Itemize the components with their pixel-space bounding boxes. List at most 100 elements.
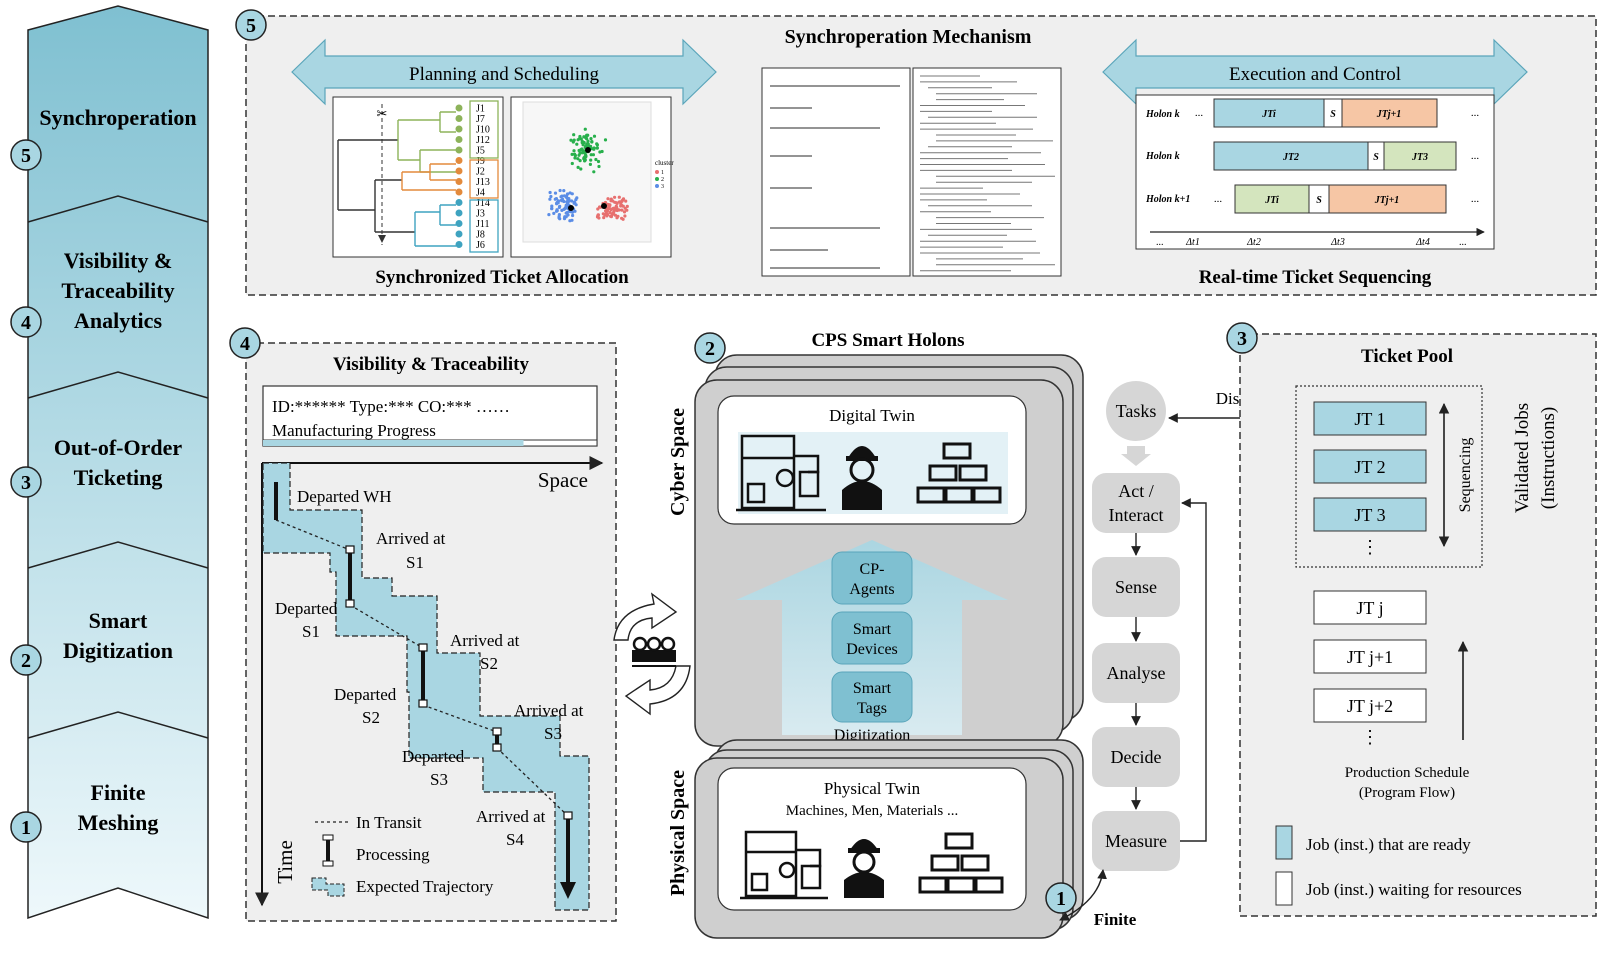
scatter-point [594, 157, 598, 162]
ready-more: ⋮ [1361, 537, 1379, 557]
stage-3-badge: 3 [21, 472, 31, 494]
ready-job-3: JT 3 [1354, 505, 1385, 525]
dendro-leaf-label: J13 [476, 177, 490, 188]
stage-1-label-2: Meshing [78, 810, 159, 835]
scatter-point [570, 218, 574, 222]
layer-smart-tags-1: Smart [853, 680, 892, 697]
dendro-leaf [455, 230, 463, 238]
dendro-leaf-label: J12 [476, 135, 490, 146]
stage-5-label: Synchroperation [39, 105, 196, 130]
dendro-leaf-label: J9 [476, 156, 485, 167]
scatter-point [576, 157, 580, 161]
dendro-leaf-label: J14 [476, 198, 490, 209]
event-arrived-3-station: S3 [544, 724, 562, 743]
step-act-2: Interact [1109, 505, 1164, 525]
synchro-title: Synchroperation Mechanism [785, 26, 1032, 48]
stage-4-label-2: Traceability [61, 278, 174, 303]
schedule-label-1: Production Schedule [1345, 765, 1470, 781]
scatter-point [558, 188, 562, 193]
gantt-dots-3: ... [1471, 150, 1480, 162]
legend-waiting: Job (inst.) waiting for resources [1306, 880, 1522, 899]
stage-4-label-3: Analytics [74, 308, 162, 333]
scatter-point [589, 137, 593, 141]
scatter-point [592, 147, 596, 151]
scatter-point [588, 162, 593, 166]
legend-processing: Processing [356, 845, 430, 864]
gantt-dots-2: ... [1471, 107, 1480, 119]
scatter-point [573, 201, 577, 205]
scatter-point [569, 138, 573, 142]
finite-label: Finite [1094, 910, 1137, 929]
scatter-point [555, 200, 560, 204]
formula-sheet [761, 67, 911, 277]
legend-in-transit: In Transit [356, 813, 422, 832]
gantt-axis-5: ... [1459, 237, 1467, 248]
scatter-point [570, 161, 574, 166]
gantt-row-1-label: Holon k [1145, 109, 1180, 120]
layer-smart-devices-1: Smart [853, 621, 892, 638]
event-departed-1: Departed [275, 599, 338, 618]
info-line: ID:****** Type:*** CO:*** …… [272, 397, 510, 416]
cluster-scatter: cluster 1 2 3 [510, 96, 674, 258]
layer-smart-tags-2: Tags [857, 700, 887, 717]
sync-arrows [613, 592, 691, 716]
schedule-label-2: (Program Flow) [1359, 785, 1455, 801]
waiting-job-1: JT j [1356, 598, 1383, 618]
dendro-leaf [455, 125, 463, 133]
sequencing-label: Sequencing [1457, 438, 1474, 513]
synchro-panel: 5 Synchroperation Mechanism Planning and… [235, 9, 1597, 296]
ticket-pool-panel: 3 Ticket Pool JT 1 JT 2 JT 3 ⋮ Sequencin… [1226, 322, 1597, 917]
worker-icon-physical [844, 839, 884, 898]
dendro-leaf [455, 178, 463, 185]
gantt-axis-0: ... [1156, 237, 1164, 248]
scatter-point [590, 140, 594, 144]
holons-title: CPS Smart Holons [811, 330, 964, 351]
cluster-centroid [568, 205, 574, 211]
stage-2-label-1: Smart [89, 608, 148, 633]
validated-jobs-1: Validated Jobs [1512, 403, 1533, 513]
scatter-point [591, 153, 596, 157]
scatter-point [572, 133, 576, 137]
scatter-point [573, 153, 578, 158]
scatter-point [559, 198, 564, 202]
scatter-point [573, 209, 577, 213]
scatter-point [579, 167, 583, 171]
ready-job-2: JT 2 [1354, 457, 1385, 477]
machine-icon [736, 434, 826, 512]
scatter-point [592, 134, 597, 138]
step-act-1: Act / [1118, 481, 1154, 501]
execution-label: Execution and Control [1229, 64, 1401, 85]
scatter-point [547, 213, 551, 217]
event-arrived-1: Arrived at [376, 529, 446, 548]
scatter-point [621, 197, 626, 201]
scatter-point [604, 212, 608, 216]
digital-twin-label: Digital Twin [829, 406, 915, 425]
scatter-point [595, 142, 599, 146]
event-departed-2-station: S2 [362, 708, 380, 727]
rfid-gateway-icon [632, 636, 676, 667]
gantt-row-3-label: Holon k+1 [1145, 194, 1190, 205]
dendro-leaf [455, 220, 463, 227]
stage-1-badge: 1 [21, 817, 31, 839]
scatter-point [596, 213, 600, 217]
scatter-point [617, 195, 621, 199]
scatter-point [613, 195, 617, 199]
scatter-point [585, 142, 589, 146]
visibility-badge: 4 [240, 333, 250, 355]
dendro-leaf-label: J1 [476, 104, 485, 115]
progress-label: Manufacturing Progress [272, 421, 436, 440]
layer-cp-agents-1: CP- [860, 561, 885, 578]
scatter-point [597, 164, 601, 169]
dendro-leaf-label: J4 [476, 188, 485, 199]
cluster-legend-title: cluster [655, 159, 674, 167]
materials-icon [916, 442, 1002, 504]
event-arrived-4: Arrived at [476, 807, 546, 826]
scatter-point [550, 204, 554, 208]
event-arrived-1-station: S1 [406, 553, 424, 572]
scatter-point [575, 196, 579, 200]
dendro-leaf [455, 167, 463, 175]
cyber-space-label: Cyber Space [667, 408, 689, 516]
scatter-point [559, 195, 563, 199]
legend-ready: Job (inst.) that are ready [1306, 835, 1471, 854]
scatter-point [575, 142, 579, 146]
